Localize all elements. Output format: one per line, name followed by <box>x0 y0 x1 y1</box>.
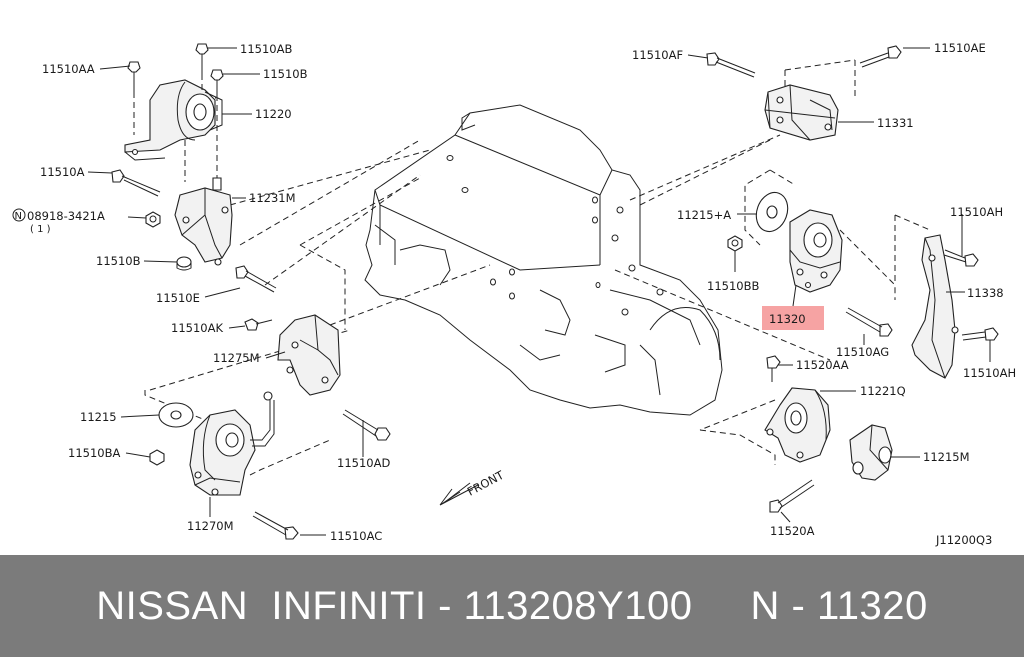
label-08918-qty: ( 1 ) <box>30 224 51 235</box>
bolt-11510AF <box>706 52 756 78</box>
label-11331: 11331 <box>877 116 914 130</box>
label-11510AC: 11510AC <box>330 529 382 543</box>
bolt-11520AA <box>766 355 781 382</box>
bolt-11510AB <box>195 43 209 74</box>
label-11510AB: 11510AB <box>240 42 292 56</box>
bolt-11510AK <box>244 318 273 331</box>
bracket-11215M <box>849 424 893 481</box>
part-number-text: NISSAN INFINITI - 113208Y100 N - 11320 <box>96 583 928 628</box>
n-mark-icon <box>12 208 26 222</box>
diagram-code: J11200Q3 <box>935 533 992 547</box>
label-11215: 11215 <box>80 410 117 424</box>
mount-11270M <box>189 391 275 496</box>
washer-11510B <box>176 256 192 271</box>
label-11510AG: 11510AG <box>836 345 889 359</box>
front-label: FRONT <box>465 467 507 498</box>
diagram-drawing: FRONT <box>12 41 1016 547</box>
bolt-11510AC <box>252 511 299 540</box>
bolt-11510AH-lower <box>961 327 999 341</box>
bolt-11510AH-upper <box>943 249 979 267</box>
parts-diagram: FRONT <box>12 41 1017 547</box>
mount-11221Q <box>764 387 831 463</box>
nut-08918 <box>145 211 161 228</box>
nut-11510BA <box>149 449 165 466</box>
label-11510E: 11510E <box>156 291 200 305</box>
nut-11510BB <box>727 235 743 252</box>
bracket-11231M <box>174 177 233 266</box>
part-number-banner: NISSAN INFINITI - 113208Y100 N - 11320 <box>0 555 1024 657</box>
label-11220: 11220 <box>255 107 292 121</box>
label-11231M: 11231M <box>249 191 296 205</box>
part-highlight <box>762 306 824 330</box>
label-11320: 11320 <box>769 312 806 326</box>
label-11510BB: 11510BB <box>707 279 759 293</box>
label-11510AD: 11510AD <box>337 456 390 470</box>
label-11510AK: 11510AK <box>171 321 223 335</box>
label-11510AE: 11510AE <box>934 41 986 55</box>
bolt-11510AA <box>127 61 141 92</box>
label-11510AF: 11510AF <box>632 48 683 62</box>
label-11510AH-upper: 11510AH <box>950 205 1003 219</box>
mount-11220 <box>124 79 223 161</box>
label-11510A: 11510A <box>40 165 85 179</box>
label-11510BA: 11510BA <box>68 446 120 460</box>
label-11221Q: 11221Q <box>860 384 906 398</box>
bolt-11510AD <box>342 409 391 441</box>
label-11520A: 11520A <box>770 524 815 538</box>
bracket-11275M <box>277 314 341 396</box>
label-11270M: 11270M <box>187 519 234 533</box>
label-11338: 11338 <box>967 286 1004 300</box>
n-mark-letter: N <box>15 211 22 222</box>
front-arrow <box>439 482 479 506</box>
leader-lines <box>87 47 991 536</box>
label-11510AA: 11510AA <box>42 62 95 76</box>
label-11510AH-lower: 11510AH <box>963 366 1016 380</box>
leader-guides <box>144 59 931 476</box>
bracket-11331 <box>764 84 839 141</box>
bracket-11338 <box>911 234 959 379</box>
bolt-11510E <box>235 265 277 293</box>
bolt-11510B <box>210 69 224 95</box>
insulator-11215 <box>158 402 194 428</box>
label-11275M: 11275M <box>213 351 260 365</box>
bolt-11510AE <box>859 45 902 68</box>
bolt-11520A <box>769 479 815 513</box>
callout-labels: 11510AA 11510AB 11510B 11220 11510A 1123… <box>12 41 1016 547</box>
label-11215M: 11215M <box>923 450 970 464</box>
label-08918-3421A: 08918-3421A <box>27 209 105 223</box>
insulator-11215A <box>755 191 789 233</box>
label-11510B: 11510B <box>263 67 308 81</box>
bolt-11510AG <box>845 307 893 337</box>
label-11215A: 11215+A <box>677 208 731 222</box>
label-11520AA: 11520AA <box>796 358 849 372</box>
mount-11320 <box>789 209 843 293</box>
label-11510B-washer: 11510B <box>96 254 141 268</box>
bolt-11510A <box>111 169 161 197</box>
engine-block <box>364 104 723 416</box>
